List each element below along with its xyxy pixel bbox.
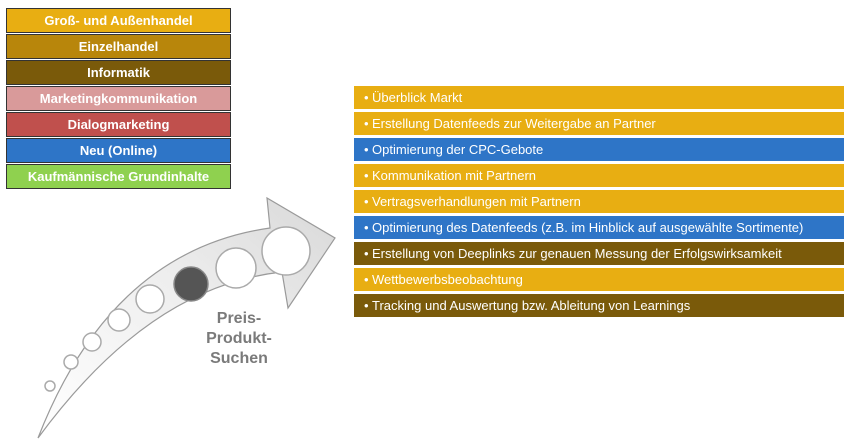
bullet-icon: • [364,142,369,157]
task-text: Optimierung des Datenfeeds (z.B. im Hinb… [372,220,804,235]
legend-item: Dialogmarketing [6,112,231,137]
bullet-icon: • [364,220,369,235]
task-item: •Erstellung von Deeplinks zur genauen Me… [354,242,844,265]
bullet-icon: • [364,194,369,209]
bullet-icon: • [364,298,369,313]
legend-item: Neu (Online) [6,138,231,163]
task-text: Kommunikation mit Partnern [372,168,537,183]
step-circle-3 [82,332,102,352]
step-circle-1 [44,380,56,392]
task-item: •Optimierung der CPC-Gebote [354,138,844,161]
bullet-icon: • [364,168,369,183]
step-circle-5 [135,284,165,314]
legend-item: Groß- und Außenhandel [6,8,231,33]
legend-item: Kaufmännische Grundinhalte [6,164,231,189]
step-circle-highlighted [173,266,209,302]
bullet-icon: • [364,90,369,105]
step-circle-2 [63,354,79,370]
step-circle-7 [215,247,257,289]
task-text: Optimierung der CPC-Gebote [372,142,544,157]
task-item: •Optimierung des Datenfeeds (z.B. im Hin… [354,216,844,239]
task-list: •Überblick Markt•Erstellung Datenfeeds z… [354,86,844,320]
legend-item: Marketingkommunikation [6,86,231,111]
task-text: Vertragsverhandlungen mit Partnern [372,194,581,209]
legend-item: Einzelhandel [6,34,231,59]
task-text: Erstellung Datenfeeds zur Weitergabe an … [372,116,656,131]
bullet-icon: • [364,272,369,287]
task-text: Tracking und Auswertung bzw. Ableitung v… [372,298,691,313]
bullet-icon: • [364,246,369,261]
step-circle-8 [261,226,311,276]
task-text: Erstellung von Deeplinks zur genauen Mes… [372,246,782,261]
task-item: •Überblick Markt [354,86,844,109]
legend-item: Informatik [6,60,231,85]
task-item: •Wettbewerbsbeobachtung [354,268,844,291]
task-text: Wettbewerbsbeobachtung [372,272,523,287]
task-item: •Vertragsverhandlungen mit Partnern [354,190,844,213]
task-item: •Tracking und Auswertung bzw. Ableitung … [354,294,844,317]
step-label: Preis- Produkt- Suchen [206,310,272,367]
task-text: Überblick Markt [372,90,463,105]
task-item: •Erstellung Datenfeeds zur Weitergabe an… [354,112,844,135]
bullet-icon: • [364,116,369,131]
step-circle-4 [107,308,131,332]
task-item: •Kommunikation mit Partnern [354,164,844,187]
